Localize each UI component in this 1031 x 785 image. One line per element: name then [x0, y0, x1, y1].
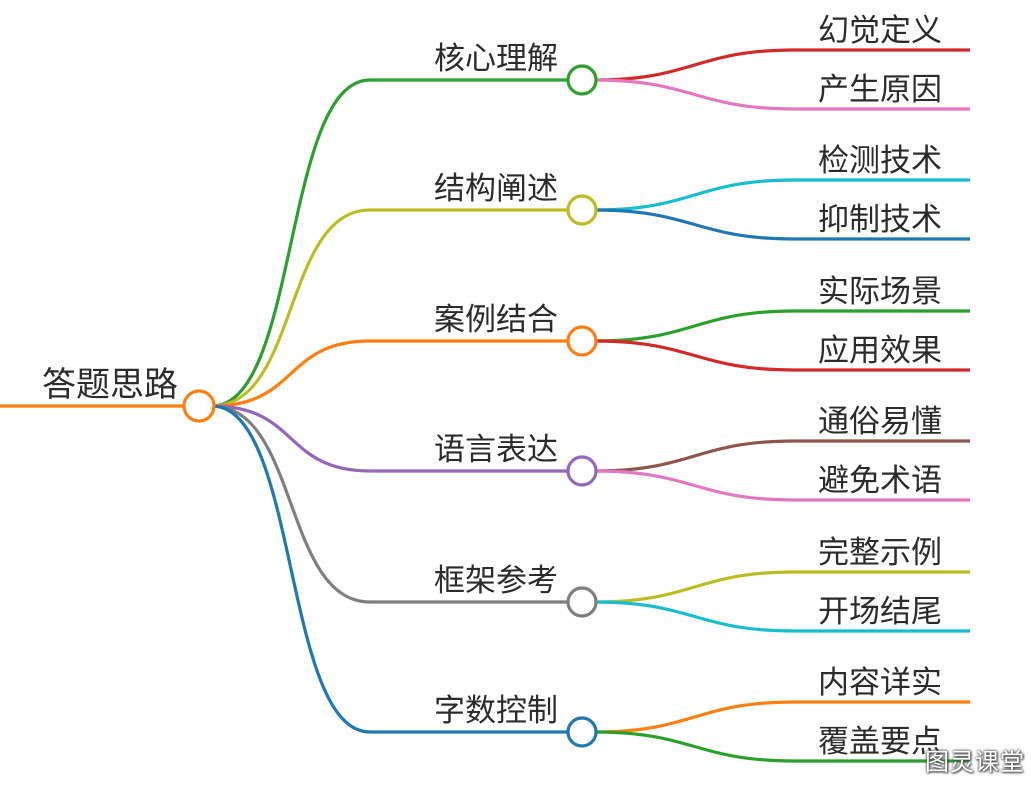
branch-node-circle[interactable] [566, 586, 598, 618]
branch-edge [211, 404, 568, 604]
branch-label: 字数控制 [434, 693, 558, 729]
leaf-edge [593, 439, 970, 473]
leaf-label: 实际场景 [818, 274, 942, 310]
branch-edge [211, 404, 568, 734]
branch-edge [211, 78, 568, 408]
leaf-label: 覆盖要点 [818, 724, 942, 760]
leaf-edge [593, 178, 970, 212]
leaf-edge [593, 48, 970, 82]
leaf-label: 开场结尾 [818, 594, 942, 630]
branch-label: 框架参考 [434, 563, 558, 599]
branch-edge [211, 404, 568, 473]
leaf-edge [593, 600, 970, 633]
branch-node-circle[interactable] [566, 716, 598, 748]
leaf-label: 产生原因 [818, 72, 942, 108]
branch-label: 核心理解 [434, 41, 558, 77]
branch-node-circle[interactable] [566, 455, 598, 487]
mind-map-edges [0, 48, 970, 763]
leaf-label: 通俗易懂 [818, 404, 942, 440]
branch-edge [211, 339, 568, 408]
leaf-edge [593, 208, 970, 241]
leaf-edge [593, 570, 970, 604]
branch-label: 结构阐述 [434, 171, 558, 207]
leaf-edge [593, 309, 970, 343]
leaf-label: 内容详实 [818, 665, 942, 701]
branch-node-circle[interactable] [566, 194, 598, 226]
leaf-edge [593, 700, 970, 734]
watermark-text: 图灵课堂 [925, 748, 1025, 776]
leaf-label: 避免术语 [818, 463, 942, 499]
leaf-label: 检测技术 [818, 143, 942, 179]
root-label: 答题思路 [42, 365, 178, 405]
leaf-label: 抑制技术 [818, 202, 942, 238]
leaf-edge [593, 730, 970, 763]
branch-label: 案例结合 [434, 302, 558, 338]
leaf-edge [593, 78, 970, 111]
leaf-label: 完整示例 [818, 535, 942, 571]
branch-edge [211, 208, 568, 408]
leaf-label: 应用效果 [818, 333, 942, 369]
root-node-circle[interactable] [182, 389, 216, 423]
branch-node-circle[interactable] [566, 325, 598, 357]
branch-node-circle[interactable] [566, 64, 598, 96]
leaf-edge [593, 339, 970, 372]
leaf-edge [593, 469, 970, 502]
leaf-label: 幻觉定义 [818, 13, 942, 49]
branch-label: 语言表达 [434, 432, 558, 468]
